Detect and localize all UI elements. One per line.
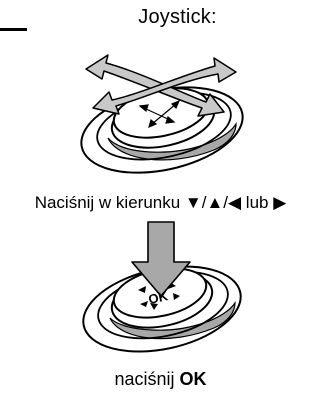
joystick-directional-diagram bbox=[80, 54, 244, 174]
press-instruction-key: OK bbox=[179, 369, 207, 389]
title-text: Joystick: bbox=[138, 6, 217, 28]
joystick-ok-label: OK bbox=[147, 288, 170, 307]
direction-instruction: Naciśnij w kierunku ▼/▲/◀ lub ▶ bbox=[34, 193, 287, 212]
press-down-arrow bbox=[131, 221, 191, 297]
joystick-press-diagram: OK bbox=[82, 221, 242, 353]
press-instruction: naciśnij OK bbox=[0, 369, 321, 390]
page-title: Joystick: bbox=[0, 6, 321, 29]
press-instruction-prefix: naciśnij bbox=[114, 369, 180, 389]
header-rule bbox=[0, 28, 27, 31]
knob-direction-arrows bbox=[138, 99, 181, 129]
big-direction-arrows bbox=[85, 54, 237, 117]
